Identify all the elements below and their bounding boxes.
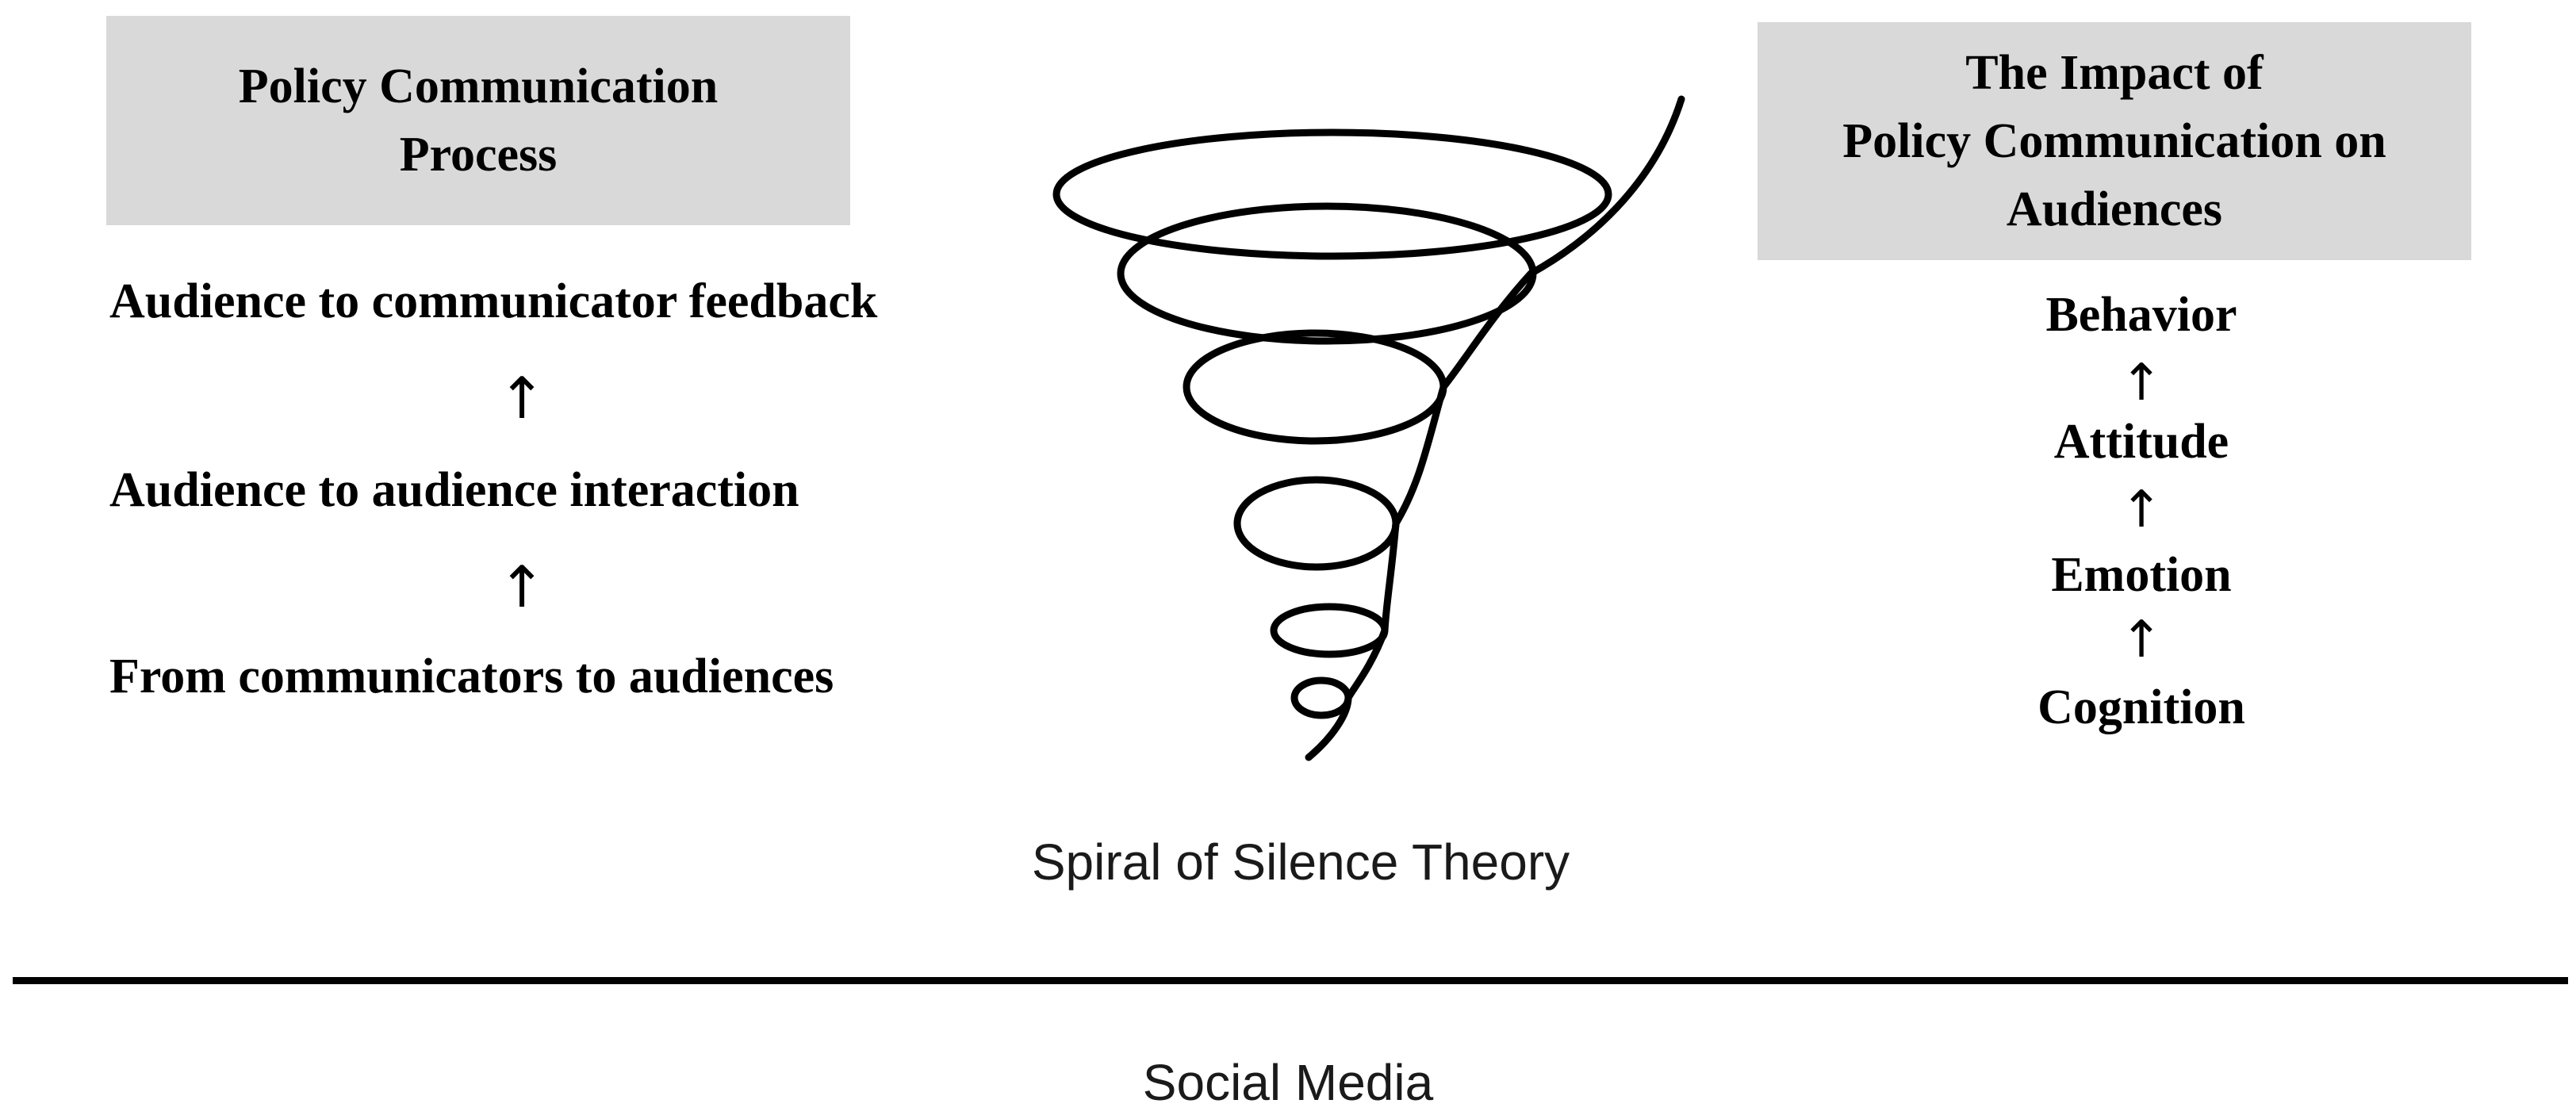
impact-item-cognition: Cognition: [2037, 680, 2245, 734]
impact-on-audiences-box: The Impact of Policy Communication on Au…: [1758, 22, 2471, 260]
up-arrow-icon: ↑: [2120, 481, 2163, 539]
spiral-ring-2: [1117, 202, 1537, 345]
spiral-ring-3: [1183, 329, 1447, 445]
flow-item-interaction: Audience to audience interaction: [109, 463, 799, 517]
right-box-title-line-2: Policy Communication on: [1842, 114, 2386, 168]
flow-item-feedback: Audience to communicator feedback: [109, 274, 878, 328]
impact-item-behavior: Behavior: [2045, 288, 2237, 342]
social-media-label: Social Media: [1142, 1054, 1434, 1111]
up-arrow-icon: ↑: [2120, 354, 2163, 412]
spiral-ring-5: [1270, 603, 1389, 658]
right-box-title-line-1: The Impact of: [1965, 46, 2264, 100]
spiral-caption: Spiral of Silence Theory: [1031, 834, 1570, 891]
policy-communication-process-box: Policy Communication Process: [106, 16, 850, 225]
flow-item-communicators-to-audiences: From communicators to audiences: [109, 650, 834, 703]
divider-line: [13, 977, 2568, 984]
right-box-title-line-3: Audiences: [2006, 182, 2223, 236]
up-arrow-icon: ↑: [498, 365, 546, 431]
impact-item-emotion: Emotion: [2051, 548, 2232, 602]
spiral-ring-1: [1052, 128, 1612, 260]
spiral-ring-6: [1290, 676, 1352, 719]
up-arrow-icon: ↑: [498, 554, 546, 620]
impact-item-attitude: Attitude: [2053, 415, 2229, 469]
left-box-title-line-1: Policy Communication: [238, 59, 719, 113]
spiral-ring-4: [1233, 476, 1400, 571]
up-arrow-icon: ↑: [2120, 611, 2163, 669]
left-box-title-line-2: Process: [399, 128, 558, 182]
spiral-tail: [1305, 95, 1685, 761]
